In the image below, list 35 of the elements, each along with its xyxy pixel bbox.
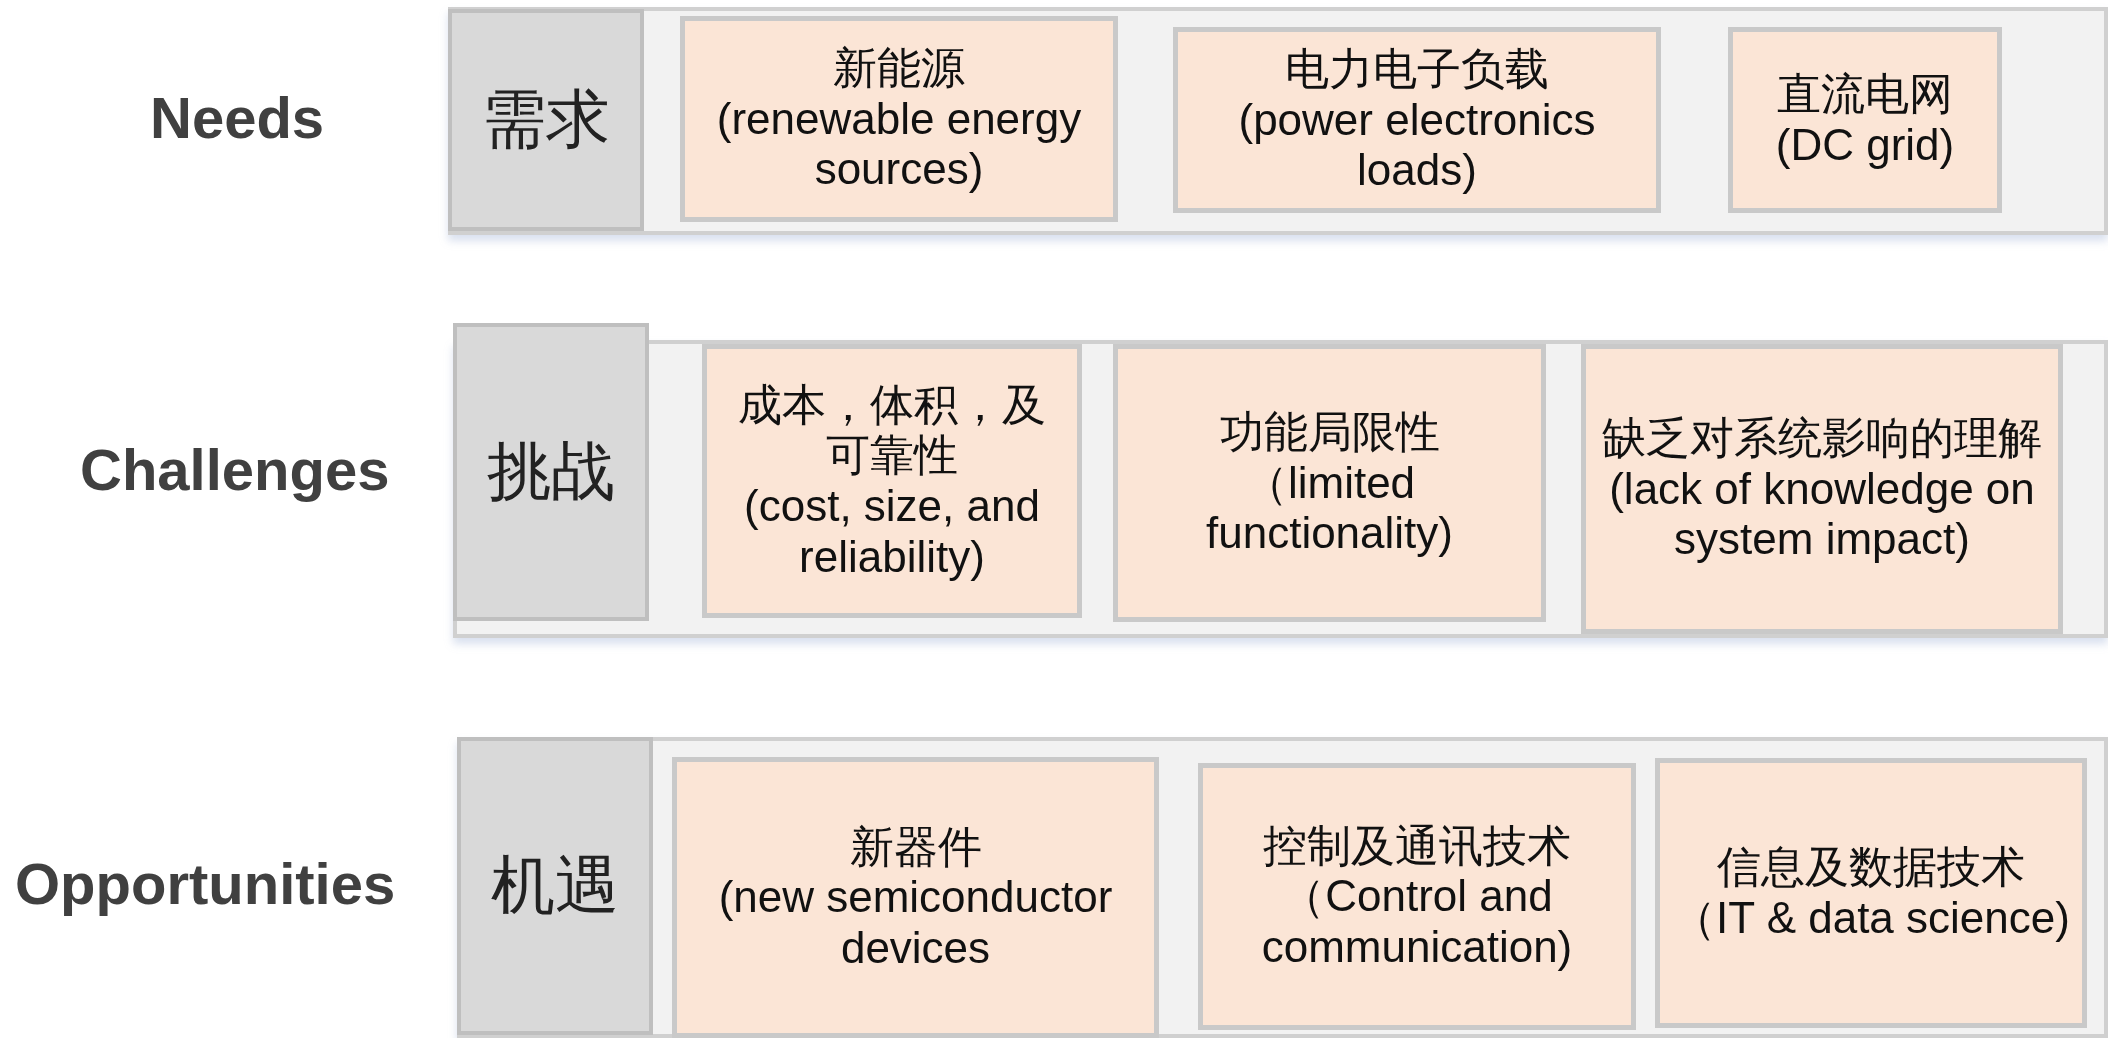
- topic-box: [1198, 763, 1636, 1030]
- topic-text: （limited functionality): [1205, 457, 1454, 559]
- topic-text: 直流电网: [1777, 69, 1953, 120]
- topic-text: （Control and communication): [1260, 871, 1574, 973]
- topic-text: 功能局限性: [1219, 407, 1440, 458]
- row-header: 机遇: [457, 737, 653, 1035]
- topic-text: 电力电子负载: [1285, 44, 1549, 95]
- topic-text: 信息及数据技术: [1717, 842, 2025, 893]
- topic-box: [1173, 27, 1661, 213]
- row-band: [457, 737, 2108, 1038]
- topic-box: [1655, 758, 2087, 1028]
- topic-text: (new semiconductor devices: [717, 872, 1114, 974]
- row-title: Challenges: [80, 436, 390, 503]
- row-header: 挑战: [453, 323, 649, 621]
- topic-box: [1113, 344, 1546, 622]
- row-band: [448, 7, 2108, 235]
- row-header: 需求: [448, 9, 644, 231]
- topic-box: [680, 16, 1118, 222]
- topic-box: [1728, 27, 2002, 213]
- topic-text: (lack of knowledge on system impact): [1608, 463, 2036, 565]
- topic-text: 缺乏对系统影响的理解: [1602, 413, 2042, 464]
- topic-box: [672, 757, 1159, 1038]
- topic-text: (cost, size, and reliability): [743, 481, 1041, 583]
- topic-box: [702, 344, 1082, 618]
- row-title: Needs: [150, 84, 325, 151]
- topic-text: 成本，体积，及可靠性: [737, 379, 1047, 481]
- topic-text: （IT & data science): [1672, 893, 2070, 944]
- topic-text: (DC grid): [1775, 120, 1955, 171]
- topic-text: (power electronics loads): [1237, 94, 1597, 196]
- topic-text: 新能源: [833, 43, 965, 94]
- topic-text: (renewable energy sources): [715, 93, 1083, 195]
- topic-box: [1581, 344, 2063, 634]
- topic-text: 控制及通讯技术: [1263, 820, 1571, 872]
- topic-text: 新器件: [849, 821, 982, 873]
- row-title: Opportunities: [15, 850, 396, 917]
